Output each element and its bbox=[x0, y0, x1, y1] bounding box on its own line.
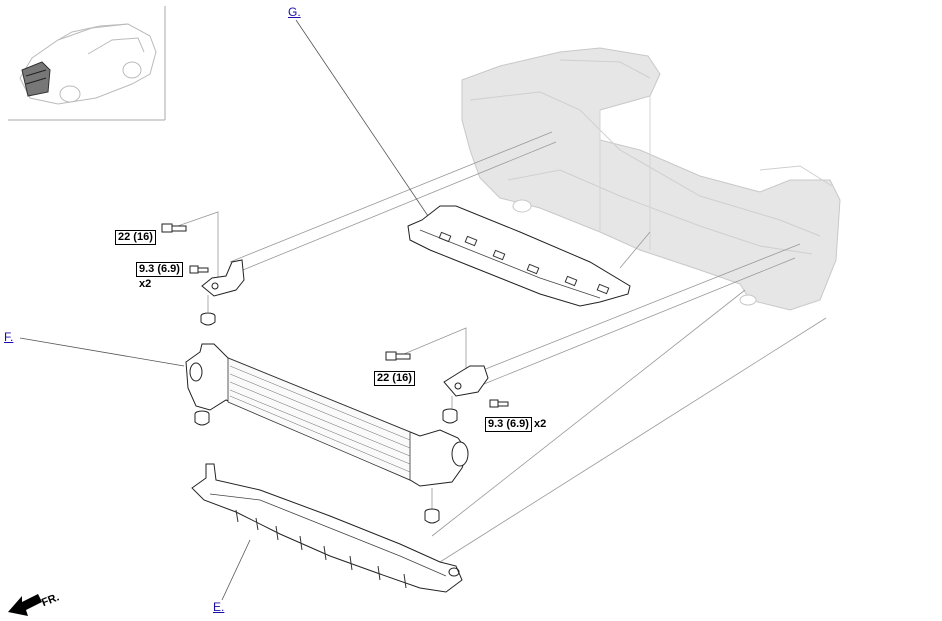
forward-direction-arrow-icon bbox=[8, 594, 42, 616]
callout-e-link[interactable]: E. bbox=[213, 600, 225, 614]
callout-pointers bbox=[19, 19, 429, 601]
qty-label-left-bracket: x2 bbox=[139, 278, 152, 290]
torque-label-left-bracket-bolt: 9.3 (6.9) bbox=[136, 262, 183, 277]
right-upper-grommet bbox=[442, 408, 458, 424]
leader-lines bbox=[171, 131, 827, 563]
right-mount-bracket bbox=[443, 365, 489, 397]
right-lower-grommet bbox=[424, 508, 440, 524]
torque-label-right-upper-bolt: 22 (16) bbox=[374, 371, 415, 386]
upper-air-guide-g bbox=[407, 205, 631, 307]
vehicle-locator-inset bbox=[8, 6, 166, 121]
left-lower-grommet bbox=[194, 410, 210, 426]
left-upper-bolt bbox=[161, 223, 187, 233]
intercooler-f bbox=[185, 343, 469, 487]
callout-f-link[interactable]: F. bbox=[4, 330, 14, 344]
torque-label-right-bracket-bolt: 9.3 (6.9) bbox=[485, 417, 532, 432]
lower-air-guide-e bbox=[191, 463, 463, 593]
callout-g-link[interactable]: G. bbox=[288, 5, 301, 19]
right-upper-bolt bbox=[385, 351, 411, 361]
left-bracket-bolt bbox=[189, 265, 209, 274]
torque-label-upper-left-bolt: 22 (16) bbox=[115, 230, 156, 245]
qty-label-right-bracket: x2 bbox=[534, 418, 547, 430]
left-mount-bracket bbox=[201, 259, 245, 297]
front-bumper-beam bbox=[461, 47, 841, 311]
right-bracket-bolt bbox=[489, 399, 509, 408]
left-upper-grommet bbox=[200, 312, 216, 326]
